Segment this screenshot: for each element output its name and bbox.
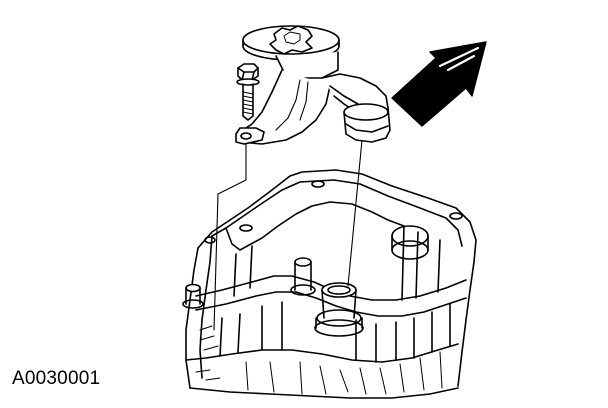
arrow-highlight <box>438 46 480 72</box>
indicator-arrow <box>391 41 487 127</box>
bracket-bolt-hole <box>240 132 252 140</box>
block-bolt-hole <box>311 180 325 188</box>
bracket-web <box>275 79 309 131</box>
receiver-top <box>321 282 357 298</box>
block-rib <box>233 253 237 297</box>
stud-base <box>290 284 316 296</box>
bolt-threads <box>242 91 254 115</box>
block-rim-inner <box>211 179 463 247</box>
block-rib <box>415 231 419 299</box>
tube-outlet-top <box>343 103 389 121</box>
bracket-foot <box>235 127 265 145</box>
block-left-wall <box>185 247 199 389</box>
block-rib <box>219 317 223 357</box>
leader-line-bolt <box>213 141 247 331</box>
screen-inlet <box>269 25 313 55</box>
block-texture <box>195 325 443 395</box>
receiver-wall <box>321 289 357 319</box>
pickup-receiver <box>314 282 364 337</box>
stud-base <box>182 299 204 309</box>
block-left-wall-inner <box>199 235 213 379</box>
stud-body <box>294 261 312 291</box>
block-rib <box>237 313 241 353</box>
alignment-lines <box>213 139 363 331</box>
receiver-base <box>316 309 362 327</box>
block-rib <box>401 225 405 301</box>
block-rim-ledge <box>225 201 405 251</box>
block-rib <box>437 239 441 293</box>
screen-disk-rim <box>242 39 340 47</box>
block-rib <box>249 245 253 289</box>
mounting-bolt <box>236 63 260 121</box>
bolt-washer <box>236 78 260 86</box>
block-bolt-hole <box>239 224 253 232</box>
stud-top <box>294 257 312 267</box>
tube-pipe-lower <box>329 85 359 105</box>
receiver-inner <box>327 285 351 295</box>
engine-block <box>185 169 477 399</box>
pickup-tube-assembly <box>235 25 391 145</box>
block-mid-flange-lower <box>195 291 467 317</box>
block-bore-lower <box>391 240 429 260</box>
leader-line-tube <box>347 139 363 287</box>
tube-neck <box>275 51 339 79</box>
block-studs <box>182 257 316 309</box>
screen-inlet-detail <box>283 31 301 45</box>
block-bottom-edge <box>189 387 459 399</box>
tube-outlet-ring <box>345 123 389 133</box>
receiver-collar-base <box>314 319 364 337</box>
block-upper-rim <box>197 169 477 387</box>
figure-reference-code: A0030001 <box>12 368 101 389</box>
stud-top <box>185 283 201 293</box>
block-front-face <box>185 343 459 363</box>
block-bolt-hole <box>449 212 463 220</box>
arrow-shape <box>391 41 487 127</box>
block-bolt-hole <box>204 236 216 244</box>
